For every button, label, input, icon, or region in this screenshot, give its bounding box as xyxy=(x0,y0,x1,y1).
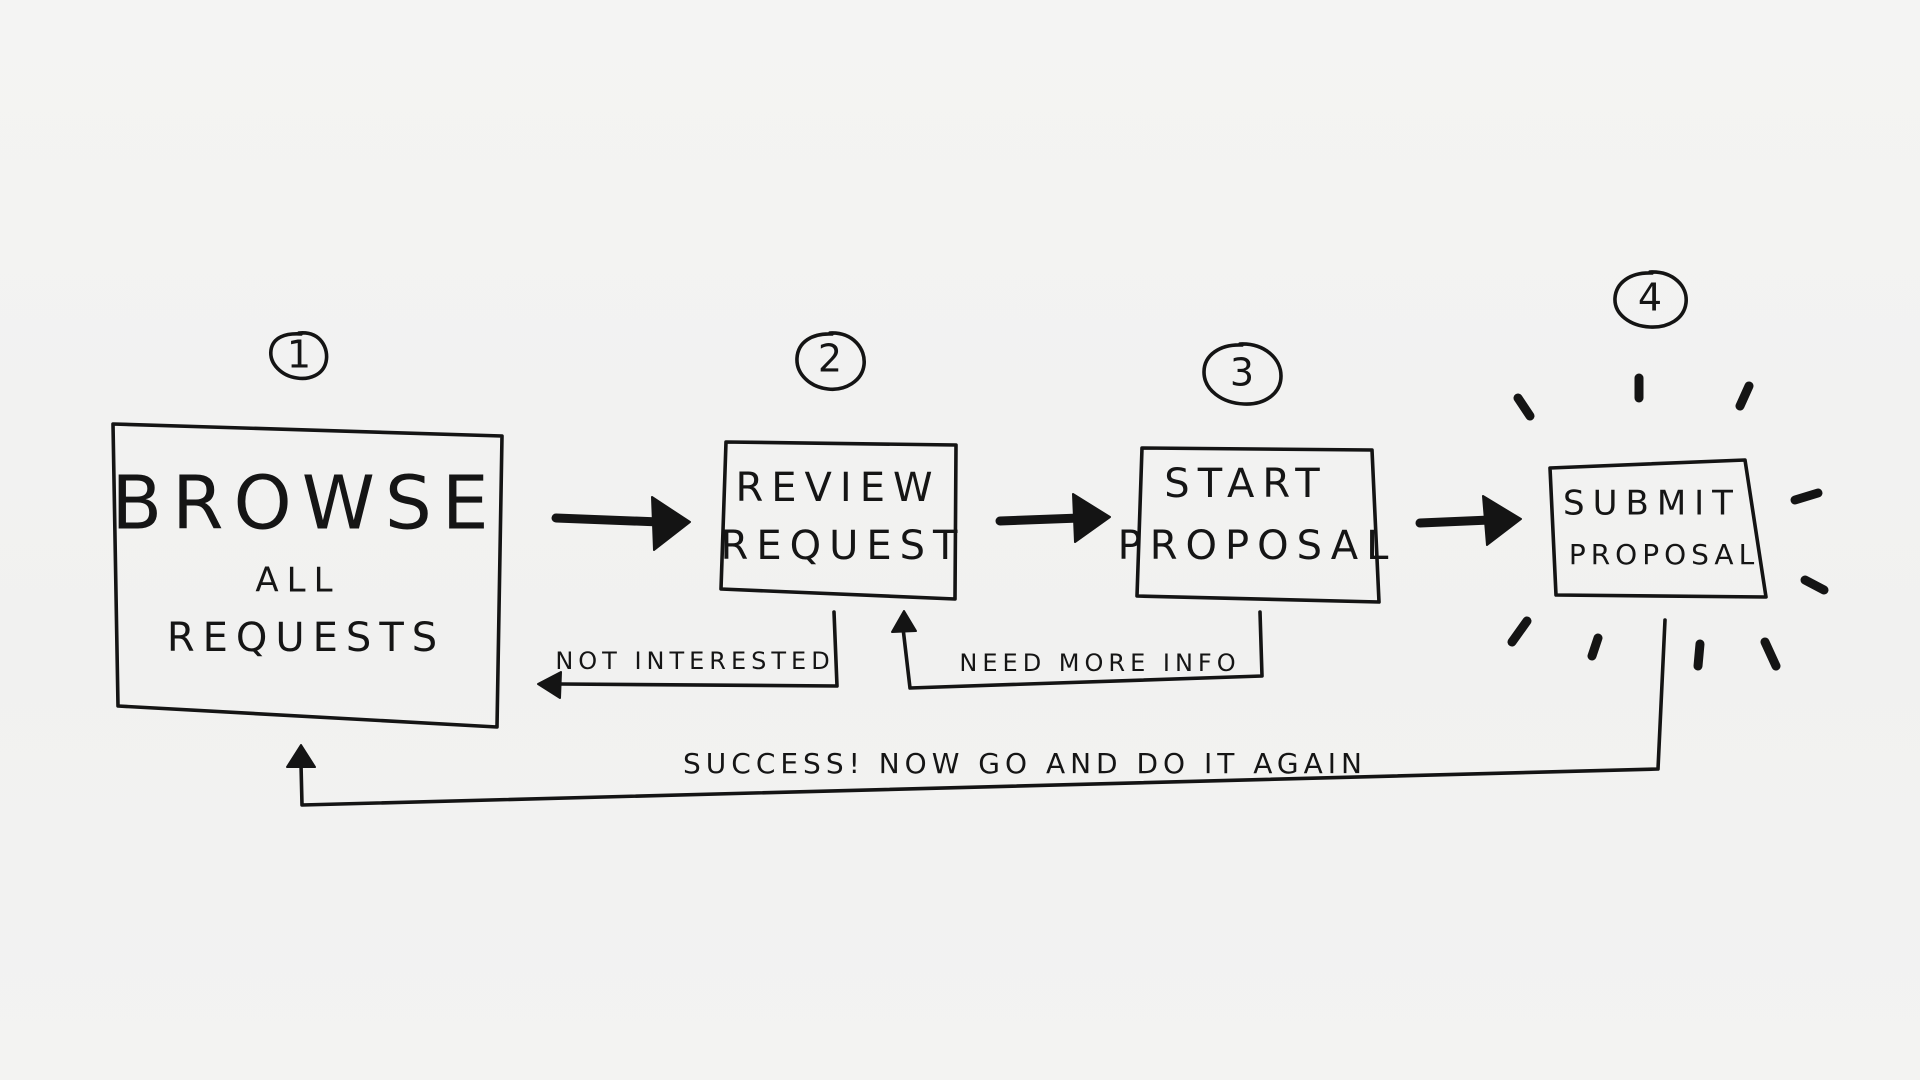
step-1-line-3: REQUESTS xyxy=(167,615,445,661)
step-4-number: 4 xyxy=(1638,276,1662,320)
step-2-number-badge: 2 xyxy=(795,331,866,391)
step-2-line-2: REQUEST xyxy=(721,523,966,569)
not-interested-label: NOT INTERESTED xyxy=(555,647,834,675)
arrow-step-2-to-3 xyxy=(995,493,1111,543)
celebration-burst xyxy=(1507,373,1829,671)
step-3-box: START PROPOSAL xyxy=(1118,446,1397,604)
loop-not-interested: NOT INTERESTED xyxy=(537,610,839,699)
step-1-line-2: ALL xyxy=(255,561,340,601)
step-3-number: 3 xyxy=(1230,351,1254,395)
step-3-line-2: PROPOSAL xyxy=(1118,523,1397,569)
step-4-line-1: SUBMIT xyxy=(1563,484,1741,524)
loop-success: SUCCESS! NOW GO AND DO IT AGAIN xyxy=(286,618,1667,807)
arrow-step-3-to-4 xyxy=(1415,495,1522,546)
step-2-line-1: REVIEW xyxy=(735,465,940,511)
step-1-number-badge: 1 xyxy=(269,331,329,381)
step-4-line-2: PROPOSAL xyxy=(1569,538,1759,571)
step-1-box: BROWSE ALL REQUESTS xyxy=(111,422,504,729)
step-3-line-1: START xyxy=(1164,461,1327,507)
success-label: SUCCESS! NOW GO AND DO IT AGAIN xyxy=(683,747,1367,780)
step-2-box: REVIEW REQUEST xyxy=(719,440,966,601)
step-4-box: SUBMIT PROPOSAL xyxy=(1548,458,1768,599)
loop-need-more-info: NEED MORE INFO xyxy=(891,610,1264,690)
step-1-number: 1 xyxy=(287,333,311,377)
step-1-line-1: BROWSE xyxy=(111,461,498,547)
step-2-number: 2 xyxy=(818,337,842,381)
step-3-number-badge: 3 xyxy=(1202,342,1283,406)
need-more-info-label: NEED MORE INFO xyxy=(959,649,1240,677)
step-4-number-badge: 4 xyxy=(1613,270,1688,329)
arrow-step-1-to-2 xyxy=(551,496,691,551)
